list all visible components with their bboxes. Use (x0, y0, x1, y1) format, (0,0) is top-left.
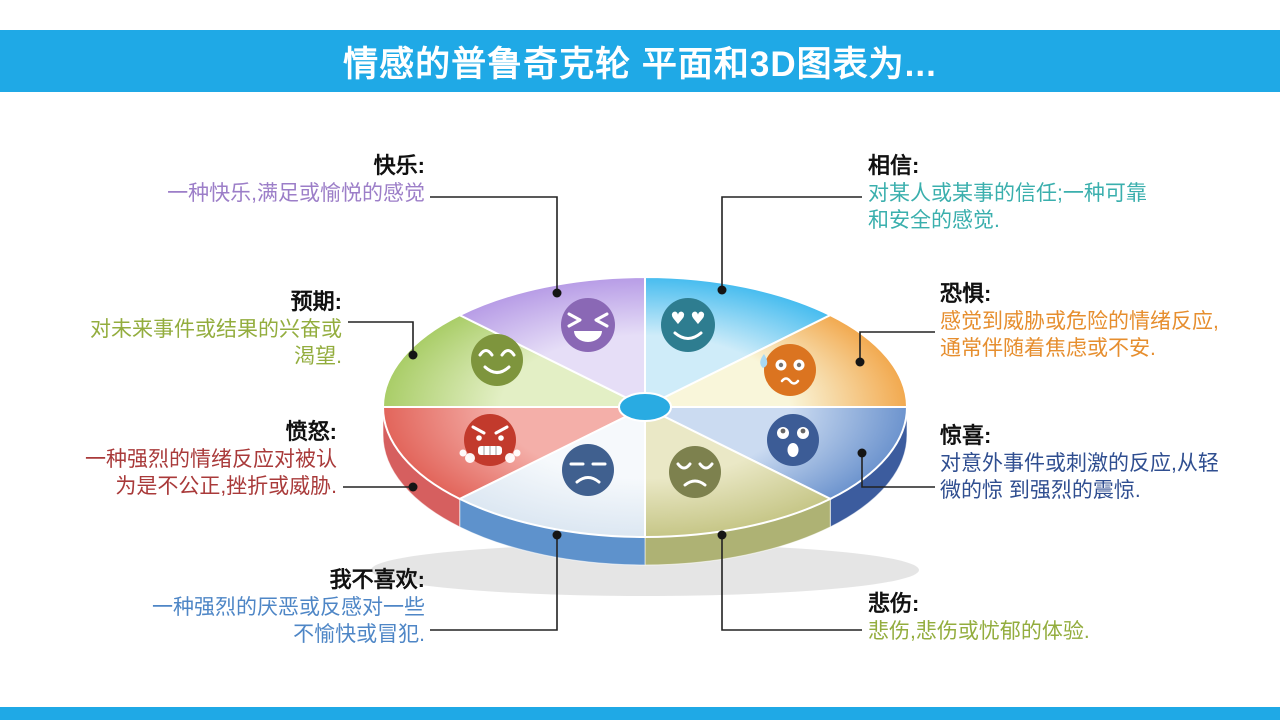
label-surprise: 惊喜: 对意外事件或刺激的反应,从轻微的惊 到强烈的震惊. (940, 422, 1235, 504)
callout-trust (717, 196, 862, 295)
callout-dislike (430, 530, 562, 631)
joy-laughing-face-emoji (561, 298, 615, 352)
surprise-astonished-face-emoji (767, 414, 819, 466)
anger-description: 一种强烈的情绪反应对被认为是不公正,挫折或威胁. (85, 447, 337, 498)
surprise-name: 惊喜: (940, 423, 992, 448)
joy-description: 一种快乐,满足或愉悦的感觉 (167, 181, 425, 205)
callout-fear (855, 331, 935, 367)
callout-sadness (717, 530, 862, 631)
fear-name: 恐惧: (940, 281, 992, 306)
anticipation-smiling-face-emoji (471, 334, 523, 386)
callout-surprise (857, 448, 935, 488)
dislike-unamused-face-emoji (562, 444, 614, 496)
label-joy: 快乐: 一种快乐,满足或愉悦的感觉 (145, 152, 425, 207)
surprise-description: 对意外事件或刺激的反应,从轻微的惊 到强烈的震惊. (940, 451, 1219, 502)
slice-sadness (644, 405, 833, 539)
sadness-name: 悲伤: (868, 591, 920, 616)
callout-anticipation (348, 321, 418, 360)
sadness-sad-face-emoji (669, 446, 721, 498)
callout-joy (430, 196, 562, 298)
label-anticipation: 预期: 对未来事件或结果的兴奋或渴望. (87, 288, 342, 370)
anticipation-description: 对未来事件或结果的兴奋或渴望. (90, 317, 342, 368)
slice-dislike (457, 405, 646, 539)
label-anger: 愤怒: 一种强烈的情绪反应对被认为是不公正,挫折或威胁. (72, 418, 337, 500)
svg-text:♥: ♥ (670, 309, 685, 329)
joy-name: 快乐: (373, 153, 425, 178)
title-banner: 情感的普鲁奇克轮 平面和3D图表为... (0, 30, 1280, 92)
callout-lines (343, 196, 935, 631)
anticipation-name: 预期: (290, 289, 342, 314)
fear-description: 感觉到威胁或危险的情绪反应,通常伴随着焦虑或不安. (940, 309, 1219, 360)
wheel-center-hub (618, 392, 672, 422)
anger-name: 愤怒: (285, 419, 337, 444)
sadness-description: 悲伤,悲伤或忧郁的体验. (868, 619, 1090, 643)
label-sadness: 悲伤: 悲伤,悲伤或忧郁的体验. (868, 590, 1163, 645)
label-trust: 相信: 对某人或某事的信任;一种可靠和安全的感觉. (868, 152, 1153, 234)
label-fear: 恐惧: 感觉到威胁或危险的情绪反应,通常伴随着焦虑或不安. (940, 280, 1225, 362)
label-dislike: 我不喜欢: 一种强烈的厌恶或反感对一些不愉快或冒犯. (140, 566, 425, 648)
trust-description: 对某人或某事的信任;一种可靠和安全的感觉. (868, 181, 1147, 232)
dislike-description: 一种强烈的厌恶或反感对一些不愉快或冒犯. (152, 595, 425, 646)
bottom-accent-bar (0, 707, 1280, 720)
dislike-name: 我不喜欢: (329, 567, 425, 592)
trust-heart-eyes-face-emoji: ♥ ♥ (661, 298, 715, 352)
callout-anger (343, 482, 418, 492)
page-title: 情感的普鲁奇克轮 平面和3D图表为... (343, 44, 937, 84)
wheel-shadow (371, 544, 919, 596)
svg-text:♥: ♥ (690, 309, 705, 329)
anger-angry-face-emoji (459, 414, 521, 466)
fear-anxious-sweat-face-emoji (760, 344, 816, 396)
emoji-faces: ♥ ♥ (459, 298, 819, 498)
wheel-rim (382, 406, 908, 566)
trust-name: 相信: (868, 153, 920, 178)
